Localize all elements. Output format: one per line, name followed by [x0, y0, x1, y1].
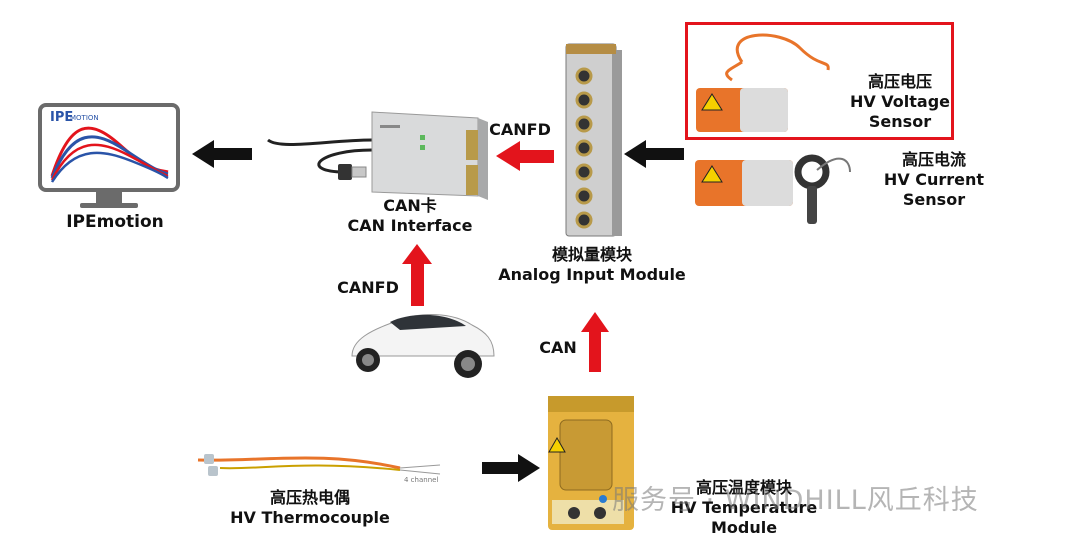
hv-current-label-cn: 高压电流: [874, 150, 994, 170]
can-interface-label-en: CAN Interface: [320, 216, 500, 236]
thermocouple-icon: [198, 454, 440, 476]
analog-module-label-en: Analog Input Module: [492, 265, 692, 285]
ipemotion-label: IPEmotion: [60, 212, 170, 232]
edge-label-canfd-top: CANFD: [488, 120, 552, 140]
hv-voltage-highlight-box: [685, 22, 954, 140]
arrow-thermo-to-temp: [482, 454, 540, 482]
arrow-car-to-can: [402, 244, 432, 306]
usb-cable-icon: [268, 140, 372, 180]
analog-module-label-cn: 模拟量模块: [492, 245, 692, 265]
thermocouple-label-cn: 高压热电偶: [220, 488, 400, 508]
can-interface-label: CAN卡 CAN Interface: [320, 196, 500, 236]
edge-label-can-vertical: CAN: [536, 338, 580, 358]
watermark-text: 服务号 · WINDHILL风丘科技: [612, 478, 979, 517]
thermocouple-label: 高压热电偶 HV Thermocouple: [220, 488, 400, 528]
thermocouple-label-en: HV Thermocouple: [220, 508, 400, 528]
arrow-analog-to-can: [496, 141, 554, 171]
hv-current-label: 高压电流 HV Current Sensor: [874, 150, 994, 210]
analog-module-device-icon: [566, 44, 622, 236]
hv-current-sensor-icon: [695, 158, 850, 224]
ipe-logo-sub: MOTION: [70, 114, 99, 122]
car-icon: [352, 315, 494, 378]
arrow-temp-to-analog: [581, 312, 609, 372]
hv-current-label-en2: Sensor: [874, 190, 994, 210]
edge-label-canfd-vertical: CANFD: [336, 278, 400, 298]
can-interface-label-cn: CAN卡: [320, 196, 500, 216]
hv-current-label-en1: HV Current: [874, 170, 994, 190]
arrow-sensors-to-analog: [624, 140, 684, 168]
arrow-can-to-ipemotion: [192, 140, 252, 168]
thermocouple-channel-tag: 4 channel: [404, 476, 438, 484]
analog-module-label: 模拟量模块 Analog Input Module: [492, 245, 692, 285]
can-interface-device-icon: [372, 112, 488, 200]
